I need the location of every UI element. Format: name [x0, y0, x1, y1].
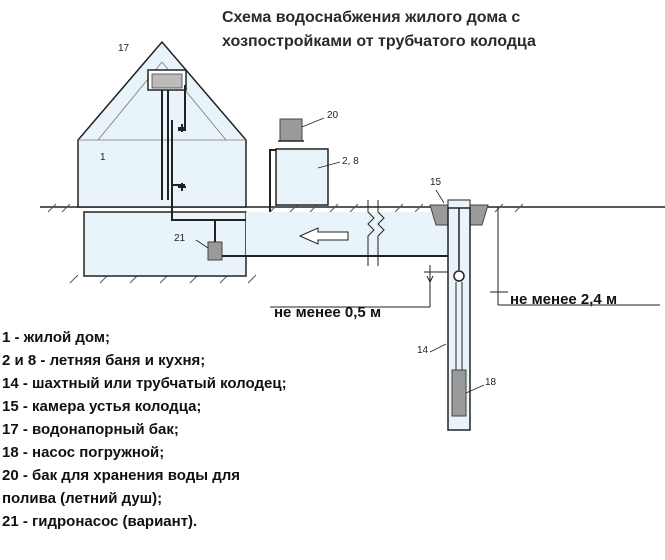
legend-item: 1 - жилой дом;	[2, 329, 110, 346]
depth-label-2-4: не менее 2,4 м	[510, 291, 618, 308]
label-18: 18	[485, 377, 497, 388]
legend-item: полива (летний душ);	[2, 490, 163, 507]
flow-arrow	[298, 227, 349, 245]
dimension-lines	[270, 207, 660, 308]
break-marks	[367, 200, 385, 266]
title-line-2: хозпостройками от трубчатого колодца	[222, 33, 536, 50]
label-17: 17	[118, 43, 130, 54]
page-title: Схема водоснабжения жилого дома с хозпос…	[222, 6, 642, 54]
legend-item: 2 и 8 - летняя баня и кухня;	[2, 352, 206, 369]
label-1: 1	[100, 152, 106, 163]
legend-item: 17 - водонапорный бак;	[2, 421, 179, 438]
supply-trench	[246, 212, 456, 257]
hydro-pump	[207, 241, 223, 261]
outbuilding	[275, 148, 329, 206]
shower-tank	[279, 118, 303, 142]
pump-pipes	[214, 220, 246, 257]
legend-item: 14 - шахтный или трубчатый колодец;	[2, 375, 287, 392]
label-21: 21	[174, 233, 186, 244]
title-line-1: Схема водоснабжения жилого дома с	[222, 9, 521, 26]
legend-item: 18 - насос погружной;	[2, 444, 165, 461]
label-14: 14	[417, 345, 429, 356]
legend: 1 - жилой дом; 2 и 8 - летняя баня и кух…	[2, 326, 362, 533]
legend-item: 15 - камера устья колодца;	[2, 398, 202, 415]
submersible-pump	[451, 369, 467, 417]
label-15: 15	[430, 177, 442, 188]
legend-item: 21 - гидронасос (вариант).	[2, 513, 198, 530]
tap-icons	[178, 124, 186, 191]
label-2-8: 2, 8	[342, 156, 359, 167]
legend-item: 20 - бак для хранения воды для	[2, 467, 241, 484]
label-20: 20	[327, 110, 339, 121]
depth-label-0-5: не менее 0,5 м	[274, 304, 382, 321]
